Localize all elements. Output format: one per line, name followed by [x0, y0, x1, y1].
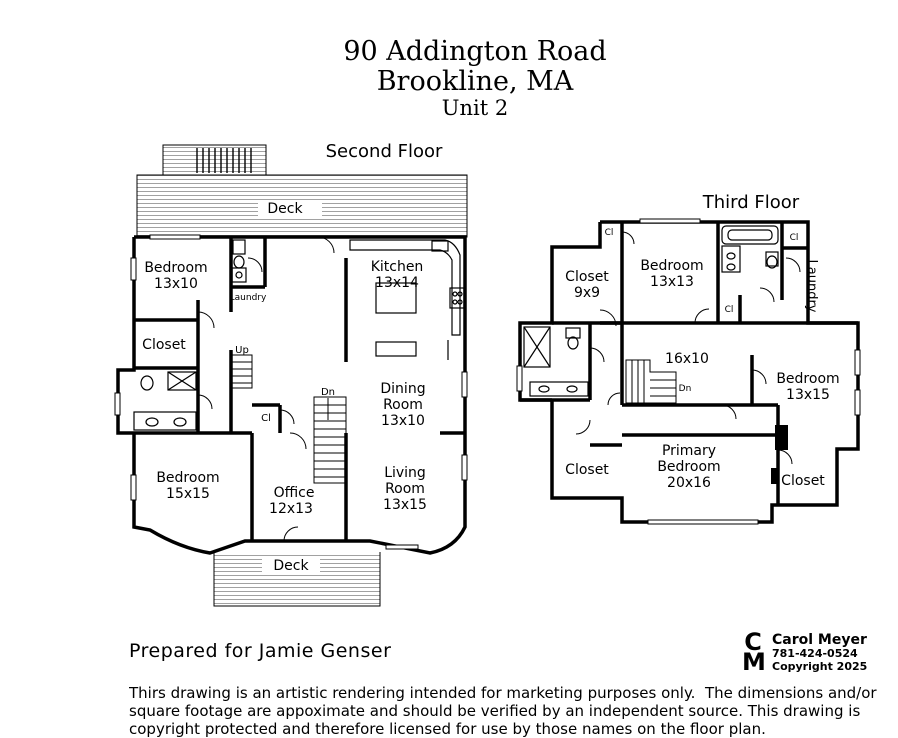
bedroom-sw-size: 15x15 [166, 486, 210, 502]
second-floor-stairs [231, 354, 347, 484]
bedroom-top-name: Bedroom [640, 258, 703, 274]
credit-copyright: Copyright 2025 [772, 660, 868, 673]
address-title: 90 Addington Road [343, 36, 607, 67]
disclaimer: Thirs drawing is an artistic rendering i… [129, 684, 898, 738]
disclaimer-line-3: copyright protected and therefore licens… [129, 720, 766, 738]
dining-line2: Room [383, 397, 423, 413]
living-line2: Room [385, 481, 425, 497]
bedroom-nw-name: Bedroom [144, 260, 207, 276]
second-floor-doors [197, 236, 335, 542]
closet-label: Closet [142, 337, 186, 353]
closet-se-label: Closet [781, 473, 825, 489]
closet-b-label: Cl [725, 305, 734, 315]
second-floor-windows [114, 234, 468, 550]
third-floor-label: Third Floor [702, 192, 800, 213]
kitchen-size: 13x14 [375, 275, 419, 291]
closet-a-label: Cl [605, 228, 614, 238]
chimney-block-small [771, 468, 777, 484]
logo-letter-m: M [742, 648, 766, 676]
top-deck: Deck [136, 144, 468, 238]
third-floor-doors [575, 231, 801, 465]
cm-logo: C M [742, 628, 766, 676]
deck-stairs [196, 148, 252, 173]
second-floor-plan: Second Floor Deck Deck [114, 141, 468, 607]
third-floor-plan: Third Floor [516, 192, 861, 525]
primary-size: 20x16 [667, 475, 711, 491]
living-line1: Living [384, 465, 426, 481]
third-floor-stairs [625, 359, 677, 404]
laundry-label: Laundry [230, 293, 267, 303]
bottom-deck: Deck [213, 552, 381, 607]
stairs-up-label: Up [235, 345, 249, 356]
office-name: Office [274, 485, 315, 501]
logo-letter-c: C [744, 628, 762, 656]
disclaimer-line-1: Thirs drawing is an artistic rendering i… [129, 684, 877, 702]
bedroom-sw-name: Bedroom [156, 470, 219, 486]
living-size: 13x15 [383, 497, 427, 513]
dining-line1: Dining [380, 381, 425, 397]
deck-top-label: Deck [267, 201, 303, 217]
unit-title: Unit 2 [441, 96, 509, 120]
closet-sw-label: Closet [565, 462, 609, 478]
closet-top-size: 9x9 [574, 285, 600, 301]
third-floor-windows [516, 218, 861, 525]
floor-plan-drawing: Second Floor Deck Deck [114, 141, 861, 607]
second-floor-bath-fixtures [133, 239, 247, 431]
third-floor-walls [518, 220, 860, 524]
third-floor-stairs-down-label: Dn [679, 384, 692, 394]
deck-bottom-label: Deck [273, 558, 309, 574]
credit-name: Carol Meyer [772, 632, 867, 648]
dining-size: 13x10 [381, 413, 425, 429]
bedroom-nw-size: 13x10 [154, 276, 198, 292]
credit-phone: 781-424-0524 [772, 647, 858, 660]
disclaimer-line-2: square footage are appoximate and should… [129, 702, 861, 720]
prepared-for: Prepared for Jamie Genser [129, 640, 392, 662]
stairs-down-label: Dn [321, 387, 335, 398]
city-title: Brookline, MA [376, 66, 574, 97]
primary-line1: Primary [662, 443, 716, 459]
primary-line2: Bedroom [657, 459, 720, 475]
third-floor-bath-fixtures [523, 225, 779, 397]
credit-block: Carol Meyer 781-424-0524 Copyright 2025 [772, 632, 868, 673]
hall-size: 16x10 [665, 351, 709, 367]
bedroom-east-size: 13x15 [786, 387, 830, 403]
kitchen-name: Kitchen [371, 259, 424, 275]
closet-top-name: Closet [565, 269, 609, 285]
chimney-block [775, 425, 788, 450]
second-floor-walls [116, 235, 467, 555]
second-floor-label: Second Floor [326, 141, 443, 162]
closet-c-label: Cl [790, 233, 799, 243]
office-size: 12x13 [269, 501, 313, 517]
bedroom-top-size: 13x13 [650, 274, 694, 290]
closet-small-label: Cl [261, 413, 271, 424]
kitchen-counters [349, 239, 465, 360]
third-floor-laundry-label: Laundry [804, 260, 819, 313]
bedroom-east-name: Bedroom [776, 371, 839, 387]
